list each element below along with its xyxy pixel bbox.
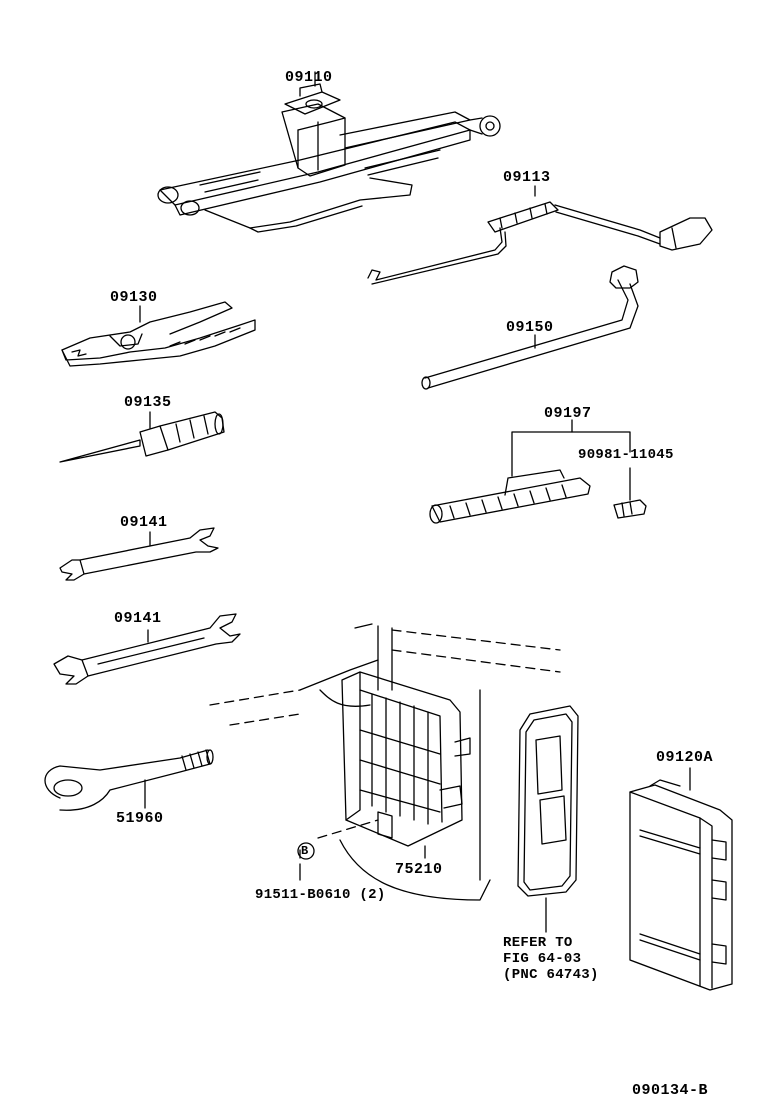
- label-tool-case[interactable]: 09120A: [656, 749, 714, 766]
- open-end-wrench-small-drawing[interactable]: [59, 527, 219, 581]
- label-wheel-wrench[interactable]: 09150: [506, 319, 554, 336]
- label-valve-core[interactable]: 90981-11045: [578, 447, 674, 463]
- callout-letter: B: [301, 844, 309, 858]
- jack-drawing[interactable]: [157, 71, 501, 233]
- label-bolt[interactable]: 91511-B0610 (2): [255, 887, 386, 903]
- label-towing-eye[interactable]: 51960: [116, 810, 164, 827]
- open-end-wrench-large-drawing[interactable]: [53, 613, 241, 685]
- diagram-code: 090134-B: [632, 1082, 709, 1099]
- label-tool-box[interactable]: 75210: [395, 861, 443, 878]
- label-jack[interactable]: 09110: [285, 69, 333, 86]
- wheel-nut-wrench-drawing[interactable]: [421, 265, 639, 390]
- towing-eye-drawing[interactable]: [44, 749, 214, 811]
- jack-handle-drawing[interactable]: [367, 185, 713, 285]
- label-tire-gauge[interactable]: 09197: [544, 405, 592, 422]
- reference-line-3: (PNC 64743): [503, 967, 599, 983]
- screwdriver-drawing[interactable]: [59, 411, 225, 463]
- reference-line-2: FIG 64-03: [503, 951, 582, 967]
- valve-core-drawing[interactable]: [613, 467, 647, 519]
- tool-case-drawing[interactable]: [629, 767, 733, 991]
- tool-box-drawing[interactable]: [317, 671, 471, 859]
- label-screwdriver[interactable]: 09135: [124, 394, 172, 411]
- label-wrench-small[interactable]: 09141: [120, 514, 168, 531]
- pliers-drawing[interactable]: [61, 301, 256, 367]
- vehicle-body-outline: [209, 623, 561, 901]
- tire-gauge-drawing[interactable]: [429, 419, 631, 524]
- reference-line-1: REFER TO: [503, 935, 573, 951]
- callout-circle: [297, 842, 315, 860]
- trim-panel-drawing[interactable]: [517, 705, 579, 933]
- label-jack-handle[interactable]: 09113: [503, 169, 551, 186]
- label-wrench-large[interactable]: 09141: [114, 610, 162, 627]
- label-pliers[interactable]: 09130: [110, 289, 158, 306]
